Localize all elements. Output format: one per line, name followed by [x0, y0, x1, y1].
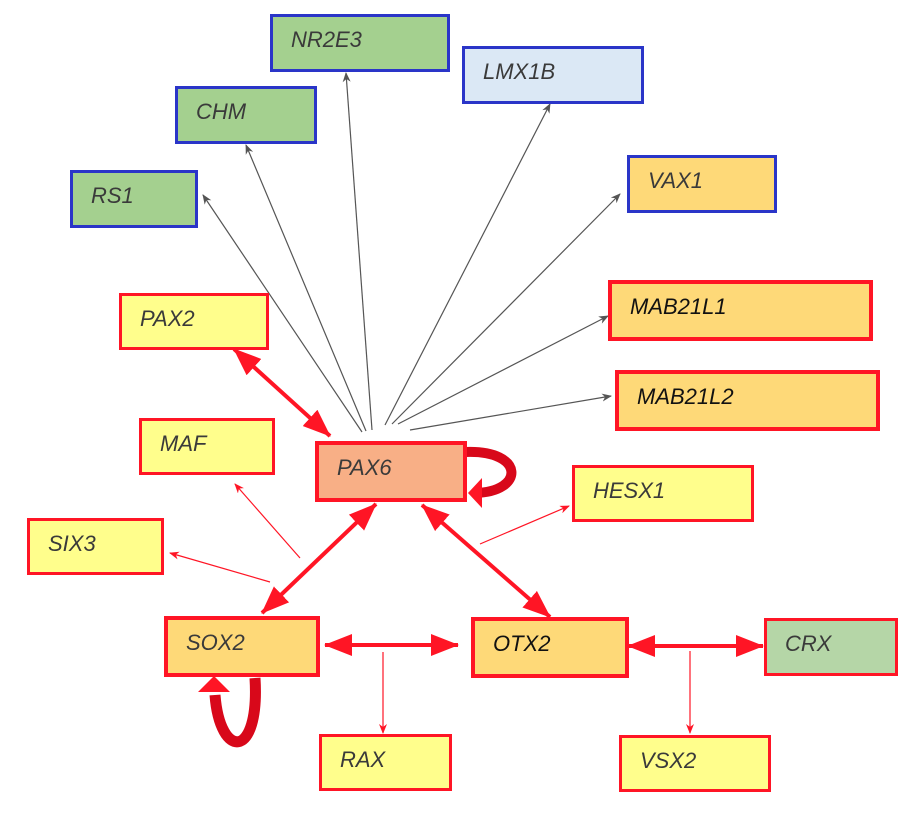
edge-pax6-mab21l2: [409, 393, 612, 431]
edge-pax6-otx2: [420, 503, 552, 619]
node-crx[interactable]: CRX: [764, 618, 898, 676]
edge-to-hesx1: [479, 505, 570, 545]
node-label: LMX1B: [483, 59, 556, 84]
node-hesx1[interactable]: HESX1: [572, 465, 754, 522]
node-label: OTX2: [493, 631, 551, 656]
node-maf[interactable]: MAF: [139, 418, 275, 475]
node-lmx1b[interactable]: LMX1B: [462, 46, 644, 104]
edge-pax6-rs1: [202, 194, 363, 433]
node-rax[interactable]: RAX: [319, 734, 452, 791]
node-label: CHM: [196, 99, 247, 124]
edge-pax6-vax1: [391, 193, 621, 425]
node-label: MAB21L1: [630, 294, 727, 319]
edge-pax6-mab21l1: [397, 315, 609, 425]
node-mab21l1[interactable]: MAB21L1: [608, 280, 873, 341]
node-label: MAB21L2: [637, 384, 734, 409]
sox2-self-loop: [198, 676, 261, 748]
node-label: VAX1: [648, 168, 704, 193]
node-chm[interactable]: CHM: [175, 86, 317, 144]
node-label: VSX2: [640, 748, 697, 773]
node-vax1[interactable]: VAX1: [627, 155, 777, 213]
edge-pax6-pax2: [232, 347, 332, 438]
node-vsx2[interactable]: VSX2: [619, 735, 771, 792]
node-label: SIX3: [48, 531, 96, 556]
node-sox2[interactable]: SOX2: [164, 616, 320, 677]
edge-to-maf: [234, 483, 301, 559]
node-label: RS1: [91, 183, 134, 208]
node-label: MAF: [160, 431, 207, 456]
edge-pax6-nr2e3: [342, 72, 373, 431]
pax6-self-loop: [465, 446, 517, 508]
node-nr2e3[interactable]: NR2E3: [270, 14, 450, 72]
node-rs1[interactable]: RS1: [70, 170, 198, 228]
node-pax6[interactable]: PAX6: [315, 441, 467, 502]
node-label: RAX: [340, 747, 386, 772]
edge-pax6-chm: [245, 144, 367, 432]
node-label: PAX6: [337, 455, 392, 480]
node-six3[interactable]: SIX3: [27, 518, 164, 575]
node-label: SOX2: [186, 630, 245, 655]
node-label: PAX2: [140, 306, 195, 331]
edge-pax6-lmx1b: [384, 103, 551, 426]
node-label: NR2E3: [291, 27, 362, 52]
node-mab21l2[interactable]: MAB21L2: [615, 370, 880, 431]
edge-to-six3: [169, 551, 271, 583]
edge-pax6-sox2: [260, 502, 378, 615]
node-otx2[interactable]: OTX2: [471, 617, 629, 678]
node-label: HESX1: [593, 478, 666, 503]
node-pax2[interactable]: PAX2: [119, 293, 269, 350]
node-label: CRX: [785, 631, 832, 656]
